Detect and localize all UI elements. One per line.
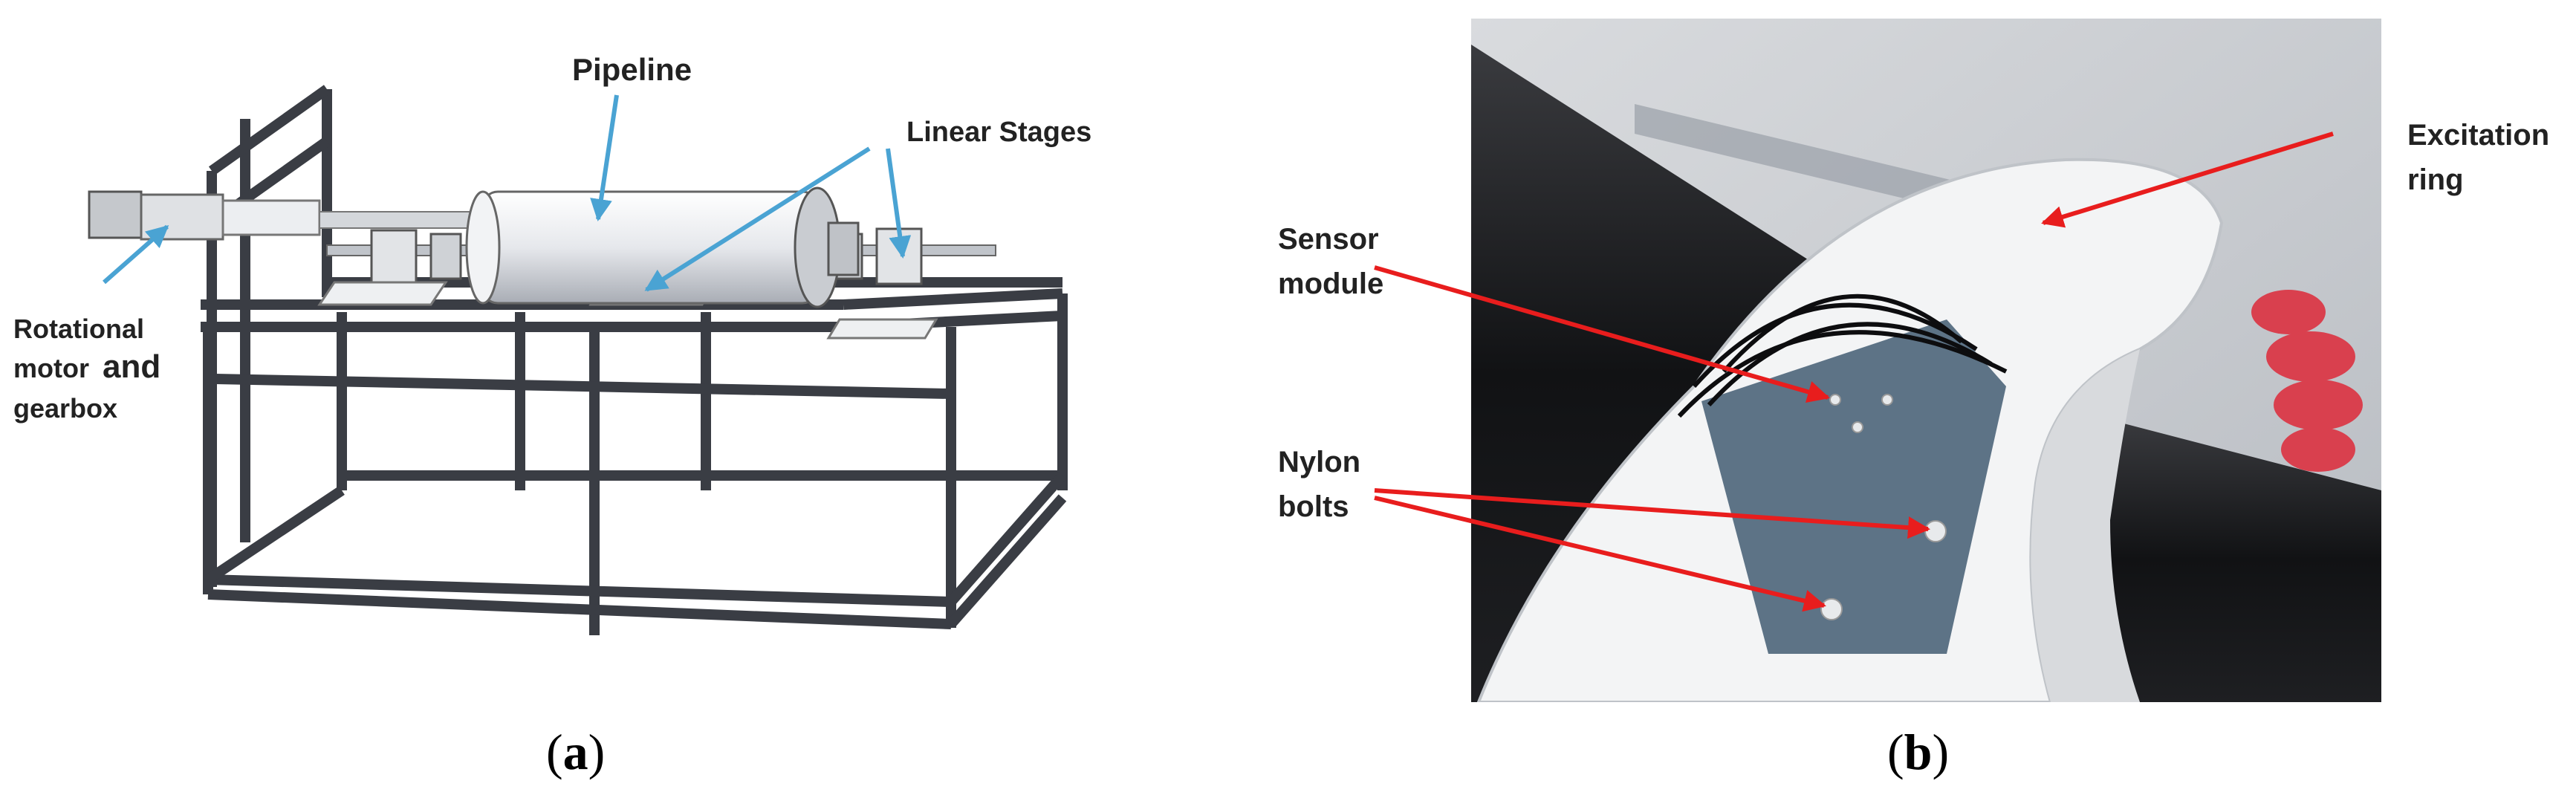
label-motor-line2: motor and (13, 348, 160, 385)
caption-a-open: ( (546, 724, 563, 780)
caption-a-letter: a (563, 724, 588, 780)
rig-frame (201, 85, 1068, 635)
caption-a: (a) (546, 724, 605, 780)
caption-b-open: ( (1887, 724, 1904, 780)
callout-arrows-b (1374, 132, 2334, 612)
caption-b-close: ) (1932, 724, 1949, 780)
label-motor-word: motor (13, 353, 89, 383)
label-sensor-line2: module (1278, 267, 1383, 300)
label-excitation-line1: Excitation (2407, 119, 2549, 152)
pipeline-cylinder (465, 186, 860, 308)
bolts (1820, 394, 1947, 620)
label-and-word: and (103, 348, 160, 385)
label-motor-line3: gearbox (13, 393, 117, 424)
label-sensor-line1: Sensor (1278, 223, 1379, 256)
label-motor-line1: Rotational (13, 314, 144, 344)
caption-b-letter: b (1904, 724, 1933, 780)
sensor-cables (1677, 293, 2008, 418)
caption-b: (b) (1887, 724, 1949, 780)
caption-a-close: ) (588, 724, 606, 780)
coiled-cable (2251, 290, 2363, 472)
label-nylon-line2: bolts (1278, 490, 1349, 523)
label-pipeline: Pipeline (572, 52, 692, 87)
photo-area (1471, 19, 2381, 702)
label-linear-stages: Linear Stages (906, 117, 1091, 148)
rotational-motor (88, 190, 476, 241)
panel-b-photo: Excitation ring Sensor module Nylon bolt… (1278, 19, 2549, 780)
label-nylon-line1: Nylon (1278, 446, 1360, 478)
panel-a-cad-rig: Pipeline Linear Stages Rotational motor … (13, 52, 1091, 780)
callout-arrows-a (103, 94, 912, 292)
label-excitation-line2: ring (2407, 163, 2464, 196)
